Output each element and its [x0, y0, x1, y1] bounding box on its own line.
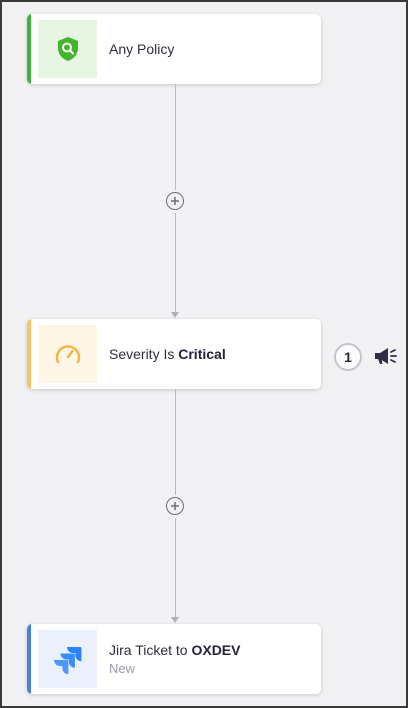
jira-node-accent	[27, 624, 31, 694]
add-step-button[interactable]	[166, 192, 184, 210]
policy-node-text: Any Policy	[109, 14, 174, 84]
severity-node[interactable]: Severity Is Critical	[27, 319, 321, 389]
connector-line	[175, 213, 176, 313]
severity-icon-box	[38, 325, 97, 383]
severity-node-prefix: Severity Is	[109, 346, 179, 362]
plus-circle-icon	[171, 197, 179, 205]
policy-icon-box	[38, 20, 97, 78]
connector-arrow	[171, 617, 179, 623]
shield-search-icon	[57, 37, 78, 61]
action-count-badge[interactable]: 1	[334, 343, 362, 371]
connector-arrow	[171, 312, 179, 318]
connector-line	[175, 518, 176, 618]
jira-icon-box	[38, 630, 97, 688]
jira-node-prefix: Jira Ticket to	[109, 642, 192, 658]
severity-node-accent	[27, 319, 31, 389]
severity-node-text: Severity Is Critical	[109, 319, 226, 389]
severity-node-value: Critical	[178, 346, 226, 362]
connector-line	[175, 84, 176, 190]
jira-node-text: Jira Ticket to OXDEV New	[109, 624, 240, 694]
jira-node-status: New	[109, 661, 136, 676]
connector-line	[175, 389, 176, 495]
policy-node[interactable]: Any Policy	[27, 14, 321, 84]
jira-node[interactable]: Jira Ticket to OXDEV New	[27, 624, 321, 694]
policy-node-label: Any Policy	[109, 41, 175, 57]
plus-circle-icon	[171, 502, 179, 510]
megaphone-icon[interactable]	[373, 346, 397, 366]
policy-node-accent	[27, 14, 31, 84]
jira-icon	[53, 647, 81, 674]
jira-node-value: OXDEV	[191, 642, 241, 658]
gauge-icon	[55, 345, 80, 364]
add-step-button[interactable]	[166, 497, 184, 515]
